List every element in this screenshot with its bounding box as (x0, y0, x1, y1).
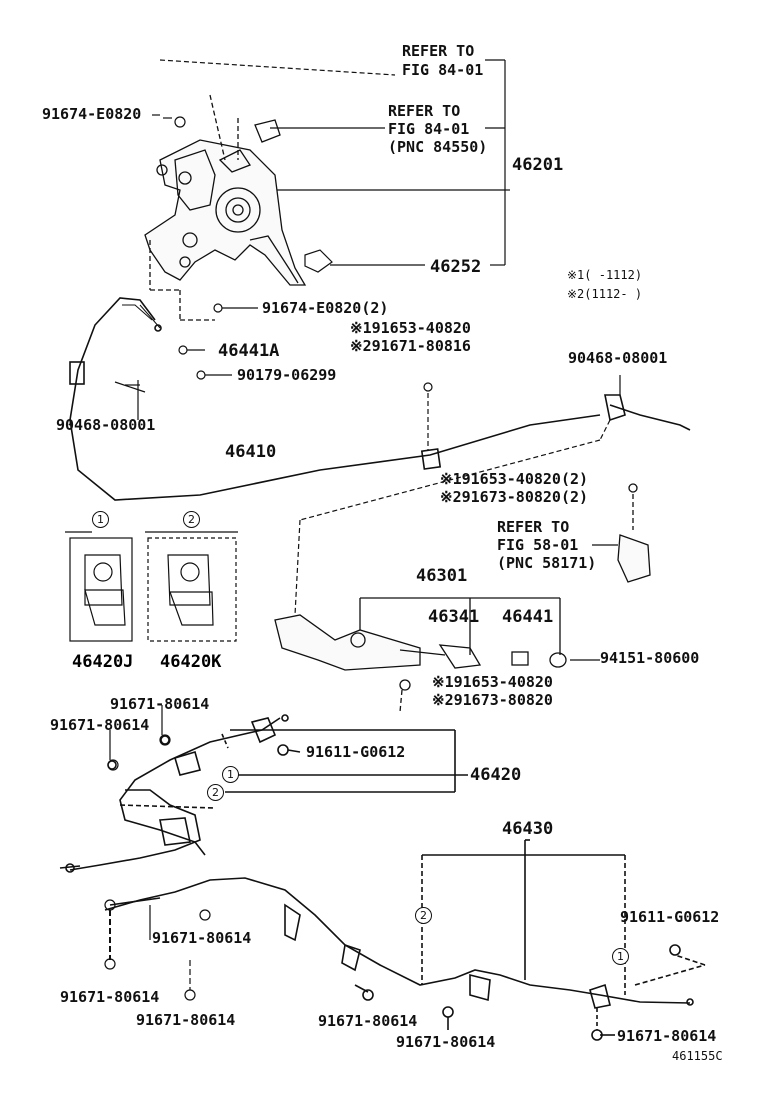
lever-assembly-46301 (274, 483, 651, 713)
part-46341: 46341 (428, 607, 480, 627)
callout-2-box: 2 (183, 511, 200, 528)
pedal-assembly (144, 94, 307, 321)
part-91674-E0820-2: 91674-E0820(2) (262, 299, 389, 317)
callout-1-rear: 1 (612, 948, 629, 965)
part-s2-91671-80816: ※291671-80816 (350, 337, 471, 355)
callout-1-box: 1 (92, 511, 109, 528)
part-91671-80614-d: 91671-80614 (60, 988, 160, 1006)
bolt-91674-top (152, 114, 186, 128)
part-s1-91653-40820-a: ※191653-40820 (350, 319, 471, 337)
part-90179-06299: 90179-06299 (237, 366, 337, 384)
part-46430: 46430 (502, 819, 554, 839)
part-94151-80600: 94151-80600 (600, 649, 700, 667)
part-s1-91653-40820-2: ※191653-40820(2) (440, 470, 589, 488)
part-91671-80614-h: 91671-80614 (617, 1027, 717, 1045)
part-91674-E0820: 91674-E0820 (42, 105, 142, 123)
part-46201: 46201 (512, 155, 564, 175)
part-90468-08001-right: 90468-08001 (568, 349, 668, 367)
refer-label-3a: REFER TO (497, 518, 570, 536)
part-46441: 46441 (502, 607, 554, 627)
front-cable-46410 (69, 297, 691, 501)
callout-2-rear: 2 (415, 907, 432, 924)
refer-label-1a: REFER TO (402, 42, 475, 60)
part-91671-80614-f: 91671-80614 (318, 1012, 418, 1030)
part-91611-G0612-b: 91611-G0612 (620, 908, 720, 926)
part-46252-label: 46252 (430, 257, 482, 277)
part-91671-80614-g: 91671-80614 (396, 1033, 496, 1051)
bracket-boxes (65, 531, 238, 642)
front-cable-fasteners (114, 303, 621, 616)
part-s2-91673-80820: ※291673-80820 (432, 691, 553, 709)
part-46420K: 46420K (160, 652, 222, 672)
part-46301: 46301 (416, 566, 468, 586)
part-46441A: 46441A (218, 341, 280, 361)
part-91671-80614-c: 91671-80614 (152, 929, 252, 947)
leader-lines-46201 (159, 59, 510, 266)
refer-label-2c: (PNC 84550) (388, 138, 488, 156)
part-s1-91653-40820-b: ※191653-40820 (432, 673, 553, 691)
part-46420: 46420 (470, 765, 522, 785)
refer-label-2a: REFER TO (388, 102, 461, 120)
part-46410: 46410 (225, 442, 277, 462)
part-s2-91673-80820-2: ※291673-80820(2) (440, 488, 589, 506)
note-1: ※1( -1112) (567, 268, 643, 282)
callout-2-cable: 2 (207, 784, 224, 801)
part-90468-08001-left: 90468-08001 (56, 416, 156, 434)
callout-1-cable: 1 (222, 766, 239, 783)
part-91611-G0612-a: 91611-G0612 (306, 743, 406, 761)
refer-label-1b: FIG 84-01 (402, 61, 484, 79)
part-46252 (304, 249, 333, 273)
refer-label-2b: FIG 84-01 (388, 120, 470, 138)
diagram-id: 461155C (672, 1049, 723, 1063)
part-91671-80614-e: 91671-80614 (136, 1011, 236, 1029)
part-91671-80614-a: 91671-80614 (110, 695, 210, 713)
part-46420J: 46420J (72, 652, 134, 672)
refer-label-3c: (PNC 58171) (497, 554, 597, 572)
refer-label-3b: FIG 58-01 (497, 536, 579, 554)
note-2: ※2(1112- ) (567, 287, 643, 301)
rear-cable-46420 (59, 714, 468, 873)
part-91671-80614-b: 91671-80614 (50, 716, 150, 734)
rear-fasteners (104, 705, 211, 1001)
